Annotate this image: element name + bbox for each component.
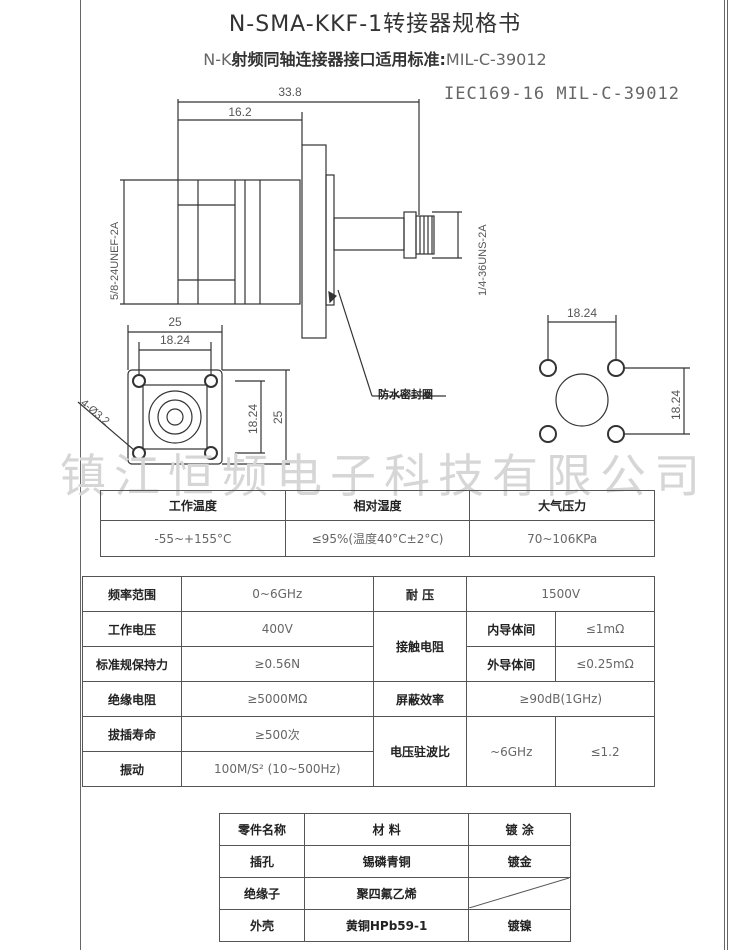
subtitle-std: MIL-C-39012 xyxy=(445,50,547,69)
inner-value: ≤1mΩ xyxy=(555,611,655,647)
vswr-freq: ~6GHz xyxy=(466,716,557,787)
technical-drawing: 33.8 16.2 5/8-24UNEF-2A 1/4-36UNS-2A 防水密… xyxy=(77,85,690,465)
insulation-value: ≥5000MΩ xyxy=(180,681,374,717)
retention-value: ≥0.56N xyxy=(180,646,374,682)
env-header-humidity: 相对湿度 xyxy=(284,490,471,521)
vswr-label: 电压驻波比 xyxy=(372,716,468,787)
subtitle-prefix: N-K xyxy=(203,50,232,69)
vswr-value: ≤1.2 xyxy=(555,716,655,787)
env-value-temp: -55~+155°C xyxy=(100,520,286,557)
vibration-label: 振动 xyxy=(82,751,182,787)
life-value: ≥500次 xyxy=(180,716,374,752)
hole-callout: 4-Ø3.2 xyxy=(78,397,111,428)
outer-label: 外导体间 xyxy=(466,646,557,682)
subtitle-main: 射频同轴连接器接口适用标准: xyxy=(231,50,446,69)
shield-value: ≥90dB(1GHz) xyxy=(466,681,655,717)
part-plating: 镀镍 xyxy=(468,909,571,942)
contact-label: 接触电阻 xyxy=(372,611,468,682)
part-name: 插孔 xyxy=(219,845,305,878)
voltage-value: 400V xyxy=(180,611,374,647)
table-row: 外壳 黄铜HPb59-1 镀镍 xyxy=(219,909,571,942)
part-plating: 镀金 xyxy=(468,845,571,878)
part-plating-empty xyxy=(468,877,571,910)
page-border-right xyxy=(724,0,725,950)
vibration-value: 100M/S² (10~500Hz) xyxy=(180,751,374,787)
parts-header-material: 材 料 xyxy=(303,813,470,846)
standard-label: IEC169-16 MIL-C-39012 xyxy=(444,84,680,104)
dim-body: 16.2 xyxy=(228,105,252,119)
dim-overall: 33.8 xyxy=(278,85,302,99)
page-border-left xyxy=(80,0,81,950)
life-label: 拔插寿命 xyxy=(82,716,182,752)
part-material: 聚四氟乙烯 xyxy=(303,877,470,910)
shield-label: 屏蔽效率 xyxy=(372,681,468,717)
flange-side-holes-dim: 18.24 xyxy=(246,404,260,434)
page-border-right-2 xyxy=(727,0,728,950)
freq-label: 频率范围 xyxy=(82,576,182,612)
parts-table: 零件名称 材 料 镀 涂 插孔 锡磷青铜 镀金 绝缘子 聚四氟乙烯 外壳 黄铜H… xyxy=(219,813,571,942)
insulation-label: 绝缘电阻 xyxy=(82,681,182,717)
outer-value: ≤0.25mΩ xyxy=(555,646,655,682)
thread-left: 5/8-24UNEF-2A xyxy=(109,221,121,300)
page-title: N-SMA-KKF-1转接器规格书 xyxy=(228,12,522,37)
env-value-pressure: 70~106KPa xyxy=(469,520,655,557)
withstand-label: 耐 压 xyxy=(372,576,468,612)
seal-label: 防水密封圈 xyxy=(378,387,433,401)
thread-right: 1/4-36UNS-2A xyxy=(477,224,489,296)
spec-table: 频率范围 0~6GHz 耐 压 1500V 工作电压 400V 接触电阻 内导体… xyxy=(82,576,655,787)
retention-label: 标准规保持力 xyxy=(82,646,182,682)
parts-header-name: 零件名称 xyxy=(219,813,305,846)
env-header-pressure: 大气压力 xyxy=(469,490,655,521)
voltage-label: 工作电压 xyxy=(82,611,182,647)
flange-outer-dim: 25 xyxy=(168,315,182,329)
withstand-value: 1500V xyxy=(466,576,655,612)
flange-holes-dim: 18.24 xyxy=(160,333,190,347)
table-row: 绝缘子 聚四氟乙烯 xyxy=(219,877,571,910)
right-side-dim: 18.24 xyxy=(669,390,683,420)
inner-label: 内导体间 xyxy=(466,611,557,647)
part-name: 绝缘子 xyxy=(219,877,305,910)
part-name: 外壳 xyxy=(219,909,305,942)
freq-value: 0~6GHz xyxy=(180,576,374,612)
part-material: 黄铜HPb59-1 xyxy=(303,909,470,942)
right-top-dim: 18.24 xyxy=(567,306,597,320)
part-material: 锡磷青铜 xyxy=(303,845,470,878)
env-header-temp: 工作温度 xyxy=(100,490,286,521)
environment-table: 工作温度 相对湿度 大气压力 -55~+155°C ≤95%(温度40°C±2°… xyxy=(100,490,655,557)
diagonal-slash xyxy=(469,878,570,908)
page-subtitle: N-K射频同轴连接器接口适用标准:MIL-C-39012 xyxy=(0,46,750,70)
env-value-humidity: ≤95%(温度40°C±2°C) xyxy=(284,520,471,557)
flange-side-outer-dim: 25 xyxy=(271,410,285,424)
parts-header-plating: 镀 涂 xyxy=(468,813,571,846)
table-row: 插孔 锡磷青铜 镀金 xyxy=(219,845,571,878)
